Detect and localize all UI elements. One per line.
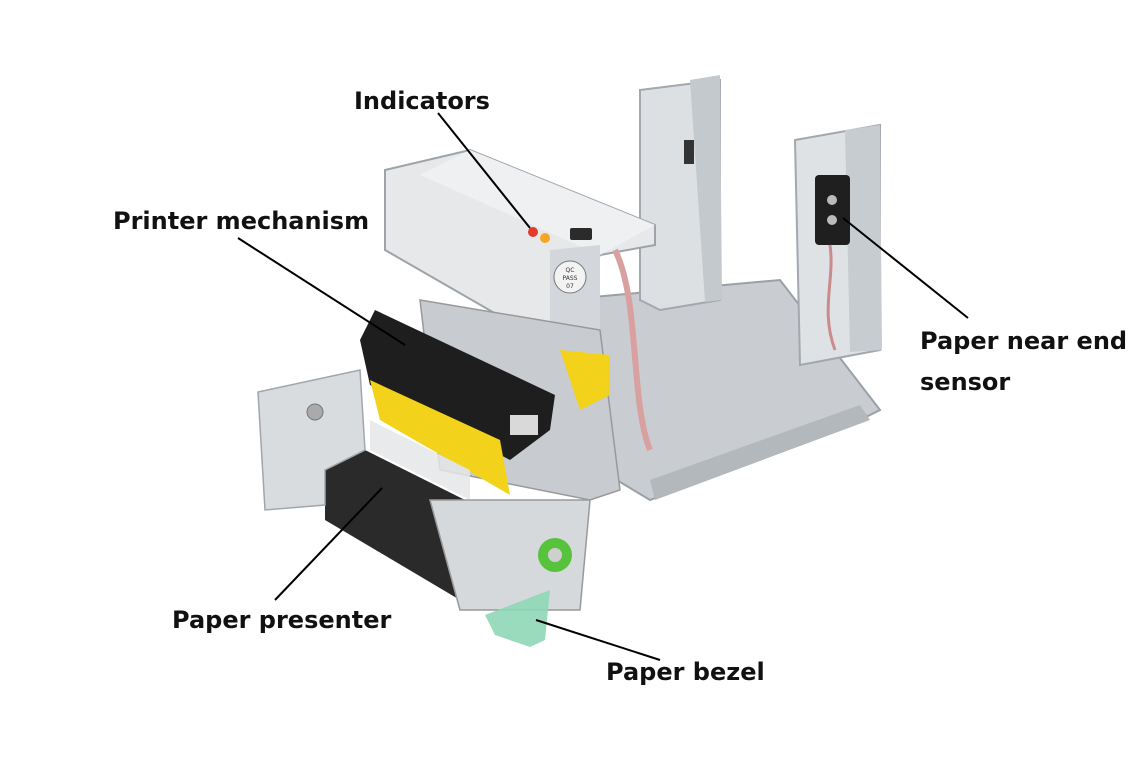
left-paper-post: [639, 75, 722, 312]
paper-presenter: [325, 420, 591, 611]
right-paper-post: [793, 123, 882, 367]
indicator-led-orange: [540, 233, 550, 243]
label-paper-bezel: Paper bezel: [606, 658, 765, 686]
near-end-sensor: [815, 175, 850, 245]
label-paper-near-end-line1: Paper near end: [920, 327, 1128, 355]
leader-line-paper-presenter: [274, 487, 383, 601]
paper-bezel: [485, 590, 550, 647]
green-knob: [538, 538, 572, 572]
leader-line-paper-near-end: [842, 217, 969, 319]
label-paper-near-end-sensor: Paper near end sensor: [920, 321, 1127, 403]
leader-line-indicators: [437, 112, 531, 229]
qc-stamp: [553, 260, 587, 294]
label-paper-presenter: Paper presenter: [172, 606, 392, 634]
svg-text:QC: QC: [566, 267, 575, 274]
svg-text:07: 07: [566, 283, 574, 290]
left-side-plate: [257, 369, 366, 511]
label-paper-near-end-line2: sensor: [920, 368, 1011, 396]
svg-text:PASS: PASS: [563, 275, 578, 282]
leader-line-paper-bezel: [535, 619, 661, 661]
indicator-led-red: [528, 227, 538, 237]
control-box: QC PASS 07: [384, 148, 656, 347]
label-printer-mechanism: Printer mechanism: [113, 207, 370, 235]
printer-mechanism: [360, 310, 610, 495]
label-indicators: Indicators: [354, 87, 490, 115]
leader-line-printer-mechanism: [237, 237, 406, 346]
leader-lines: [237, 112, 969, 661]
